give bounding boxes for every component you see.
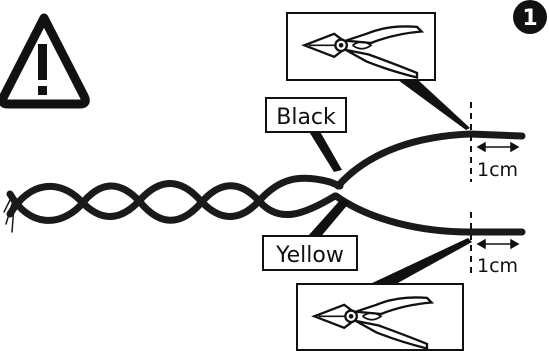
strip-length-label-bottom: 1cm xyxy=(477,255,518,277)
strip-length-arrow-bottom xyxy=(476,238,520,250)
pliers-callout-top xyxy=(286,12,470,130)
warning-triangle-icon xyxy=(0,13,90,109)
black-wire xyxy=(334,130,526,190)
twisted-cable xyxy=(3,174,344,233)
black-wire-callout: Black xyxy=(265,97,347,172)
pliers-callout-bottom xyxy=(296,238,472,351)
step-number-badge: 1 xyxy=(513,0,547,34)
black-wire-label: Black xyxy=(276,105,336,130)
strip-length-arrow-top xyxy=(476,141,520,153)
yellow-wire-label: Yellow xyxy=(275,243,344,268)
yellow-wire-callout: Yellow xyxy=(262,198,358,271)
yellow-wire xyxy=(332,192,526,236)
step-number: 1 xyxy=(522,6,537,31)
strip-length-label-top: 1cm xyxy=(477,159,518,181)
